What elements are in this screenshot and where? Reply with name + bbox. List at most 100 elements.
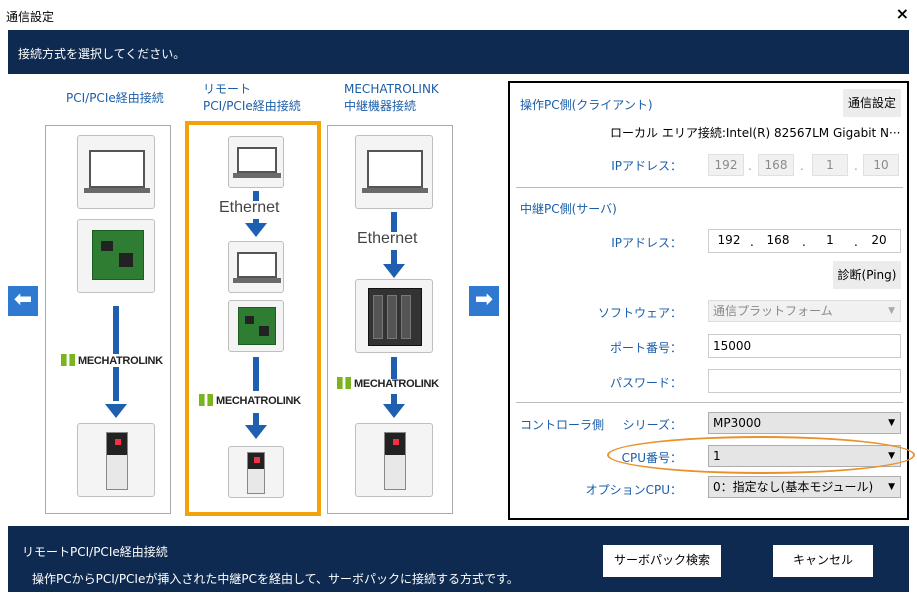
ethernet-label: Ethernet: [357, 230, 418, 247]
method-label-mechatrolink[interactable]: MECHATROLINK 中継機器接続: [344, 81, 439, 115]
server-ip-octet-1[interactable]: 192: [717, 233, 741, 247]
ip-dot: .: [800, 159, 804, 173]
down-arrow-icon: [383, 264, 405, 278]
option-cpu-label: オプションCPU：: [585, 483, 682, 497]
comm-settings-button[interactable]: 通信設定: [843, 89, 901, 117]
client-pc-image: [228, 136, 284, 188]
server-ip-label: IPアドレス：: [611, 236, 682, 250]
method-label-pci-line1: PCI/PCIe経由接続: [66, 91, 164, 105]
software-value: 通信プラットフォーム: [713, 304, 833, 318]
server-section-title: 中継PC側(サーバ): [520, 202, 617, 216]
pci-board-icon: [238, 307, 276, 345]
port-input[interactable]: 15000: [708, 334, 901, 358]
mechatrolink-text: MECHATROLINK: [78, 355, 163, 367]
mechatrolink-logo: MECHATROLINK: [337, 377, 439, 390]
servopack-image: [77, 423, 155, 497]
method-label-remote-line1: リモート: [203, 82, 252, 96]
password-label: パスワード：: [609, 376, 682, 390]
connection-line: [113, 306, 119, 392]
mechatrolink-text: MECHATROLINK: [354, 378, 439, 390]
method-label-pci[interactable]: PCI/PCIe経由接続: [66, 90, 164, 107]
prev-arrow-icon[interactable]: ⬅: [8, 286, 38, 316]
software-label: ソフトウェア：: [597, 306, 682, 320]
ip-dot: .: [750, 235, 754, 249]
method-label-remote-line2: PCI/PCIe経由接続: [203, 99, 301, 113]
server-ip-octet-4[interactable]: 20: [871, 233, 887, 247]
down-arrow-icon: [245, 425, 267, 439]
description-footer: リモートPCI/PCIe経由接続 操作PCからPCI/PCIeが挿入された中継P…: [8, 526, 909, 592]
pc-image: [77, 135, 155, 209]
client-section-title: 操作PC側(クライアント): [520, 98, 653, 112]
servopack-image: [355, 423, 433, 497]
diagnose-ping-button[interactable]: 診断(Ping): [833, 261, 901, 289]
connection-line-bottom: [253, 413, 259, 427]
servopack-search-button[interactable]: サーボパック検索: [603, 545, 721, 577]
software-select: 通信プラットフォーム ▼: [708, 300, 901, 322]
laptop-icon: [89, 150, 145, 188]
title-bar: 通信設定 ×: [0, 0, 917, 30]
connection-line-bottom: [391, 394, 397, 406]
ethernet-label: Ethernet: [219, 199, 280, 216]
instruction-text: 接続方式を選択してください。: [18, 47, 186, 61]
method-card-pci[interactable]: MECHATROLINK: [45, 125, 171, 514]
mechatrolink-text: MECHATROLINK: [216, 395, 301, 407]
method-label-ml-line1: MECHATROLINK: [344, 82, 439, 96]
method-label-ml-line2: 中継機器接続: [344, 99, 417, 113]
ip-dot: .: [748, 159, 752, 173]
laptop-icon: [237, 147, 277, 173]
controller-icon: [368, 288, 422, 346]
connection-line-eth: [391, 250, 397, 266]
laptop-icon: [367, 150, 423, 188]
divider: [516, 187, 903, 188]
selected-method-title: リモートPCI/PCIe経由接続: [22, 545, 168, 559]
connection-line-mid: [253, 357, 259, 391]
down-arrow-icon: [383, 404, 405, 418]
divider: [516, 402, 903, 403]
relay-pc-image: [228, 241, 284, 293]
servopack-icon: [106, 432, 128, 490]
pc-image: [355, 135, 433, 209]
pci-board-image: [228, 300, 284, 352]
mechatrolink-logo: MECHATROLINK: [61, 354, 163, 367]
chevron-down-icon: ▼: [888, 418, 895, 428]
cancel-button[interactable]: キャンセル: [773, 545, 873, 577]
client-ip-octet-3: 1: [812, 154, 848, 176]
connection-line-eth: [253, 219, 259, 225]
client-ip-label: IPアドレス：: [611, 159, 682, 173]
connection-line-mid: [391, 357, 397, 379]
chevron-down-icon: ▼: [888, 306, 895, 316]
password-input[interactable]: [708, 369, 901, 393]
mechatrolink-logo: MECHATROLINK: [199, 394, 301, 407]
port-label: ポート番号：: [609, 341, 682, 355]
server-ip-octet-2[interactable]: 168: [766, 233, 790, 247]
close-icon[interactable]: ×: [895, 4, 909, 23]
client-ip-octet-4: 10: [863, 154, 899, 176]
server-ip-field[interactable]: [708, 229, 901, 253]
local-area-connection: ローカル エリア接続:Intel(R) 82567LM Gigabit N···: [610, 126, 901, 140]
method-card-remote-pci[interactable]: Ethernet MECHATROLINK: [185, 121, 321, 516]
next-arrow-icon[interactable]: ➡: [469, 286, 499, 316]
ip-dot: .: [854, 235, 858, 249]
chevron-down-icon: ▼: [888, 482, 895, 492]
pci-board-image: [77, 219, 155, 293]
connection-line-top: [391, 212, 397, 232]
connection-line-lower: [113, 376, 119, 401]
down-arrow-icon: [245, 223, 267, 237]
option-cpu-value: 0：指定なし(基本モジュール): [713, 480, 874, 494]
ip-dot: .: [802, 235, 806, 249]
client-ip-octet-1: 192: [708, 154, 744, 176]
server-ip-octet-3[interactable]: 1: [826, 233, 834, 247]
method-label-remote-pci[interactable]: リモート PCI/PCIe経由接続: [203, 81, 301, 115]
series-value: MP3000: [713, 416, 762, 430]
down-arrow-icon: [105, 404, 127, 418]
option-cpu-select[interactable]: 0：指定なし(基本モジュール) ▼: [708, 476, 901, 498]
ip-dot: .: [854, 159, 858, 173]
client-ip-octet-2: 168: [758, 154, 794, 176]
method-card-mechatrolink[interactable]: Ethernet MECHATROLINK: [327, 125, 453, 514]
servopack-image: [228, 446, 284, 498]
series-select[interactable]: MP3000 ▼: [708, 412, 901, 434]
controller-image: [355, 279, 433, 353]
connection-line-top: [253, 191, 259, 201]
controller-section-title: コントローラ側: [520, 418, 605, 432]
window-title: 通信設定: [6, 10, 55, 24]
